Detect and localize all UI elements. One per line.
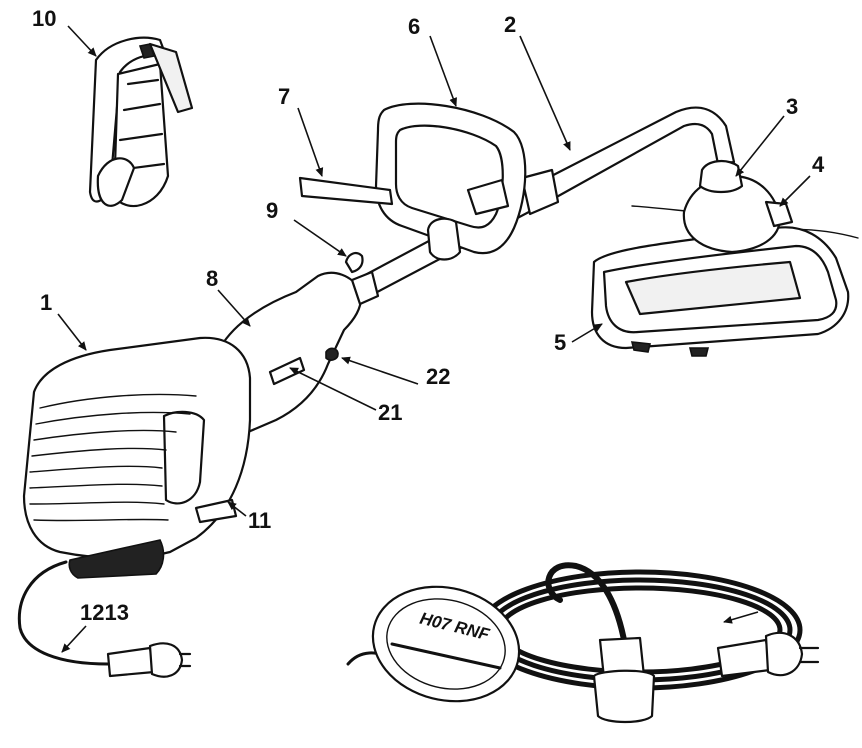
front-handle [298, 102, 527, 261]
callout-1: 1 [40, 290, 52, 315]
callout-11: 11 [248, 508, 271, 533]
power-cord [17, 560, 192, 678]
extension-cable: H07 RNF [346, 562, 820, 724]
leader-lines [57, 25, 811, 653]
callout-6: 6 [408, 14, 420, 39]
callout-5: 5 [554, 330, 566, 355]
callout-4: 4 [812, 152, 825, 177]
callout-9: 9 [266, 198, 278, 223]
callout-3: 3 [786, 94, 798, 119]
motor-housing [22, 336, 252, 579]
callout-1213: 1213 [80, 600, 129, 625]
callout-2: 2 [504, 12, 516, 37]
cutting-head [590, 160, 859, 357]
callout-10: 10 [32, 6, 56, 31]
callout-22: 22 [426, 364, 450, 389]
callout-8: 8 [206, 266, 218, 291]
shoulder-strap [88, 36, 194, 208]
callout-21: 21 [378, 400, 402, 425]
callout-labels: 10 2 6 7 3 4 9 8 1 5 22 21 11 1213 [32, 6, 825, 625]
callout-7: 7 [278, 84, 290, 109]
rear-handle [218, 252, 380, 434]
